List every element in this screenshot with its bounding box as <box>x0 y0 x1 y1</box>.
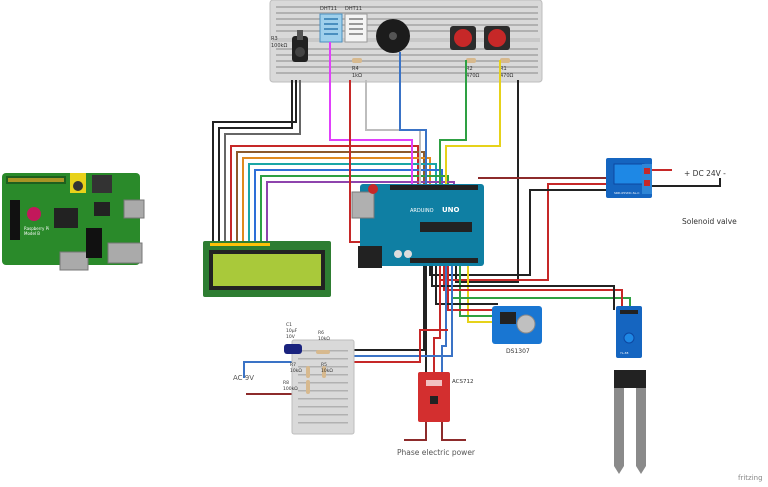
r2-ref: R2 <box>466 66 473 72</box>
wire-blue-lcd <box>254 169 443 243</box>
wire-sb-black <box>340 264 425 351</box>
r8-value: 100kΩ <box>283 386 298 392</box>
phase-power-label: Phase electric power <box>397 448 476 457</box>
r4-ref: R4 <box>352 66 359 72</box>
soil-probe <box>614 370 646 474</box>
wire-orange <box>242 157 431 243</box>
dht11-b-label: DHT11 <box>345 6 362 12</box>
wire-green-top <box>439 60 467 186</box>
dht11-a-label: DHT11 <box>320 6 337 12</box>
dc-supply-label: + DC 24V - <box>684 169 726 178</box>
acs712-module <box>418 372 450 422</box>
raspberry-logo-icon <box>27 207 41 221</box>
wire-phase-left <box>404 420 427 441</box>
pot-value: 100kΩ <box>271 43 287 49</box>
wire-blue-top <box>399 52 427 186</box>
r5-ref: R5 <box>321 362 327 368</box>
ac-supply-label: AC 9V <box>233 374 254 382</box>
wire-yellow-top <box>445 60 501 186</box>
wire-sb-red <box>340 329 448 363</box>
c1-voltage: 10V <box>286 334 296 340</box>
raspberry-label-2: Model B <box>24 231 40 236</box>
fritzing-brand: fritzing <box>738 474 763 482</box>
r8-ref: R8 <box>283 380 289 386</box>
relay-text: SRD-05VDC-SL-C <box>614 191 639 195</box>
lcd-display <box>203 241 331 297</box>
r2-value: 470Ω <box>466 73 480 79</box>
r1-value: 470Ω <box>500 73 514 79</box>
rtc-label: DS1307 <box>506 348 530 355</box>
wire-ac-blue <box>243 361 306 378</box>
wire-acs-blue <box>441 264 447 372</box>
wire-phase-right <box>441 420 466 441</box>
resistor-r1 <box>500 58 510 63</box>
arduino-model: UNO <box>442 206 460 214</box>
resistor-r2 <box>466 58 476 63</box>
wire-soil-black <box>431 264 615 310</box>
wire-rtc-green <box>459 264 498 317</box>
buzzer <box>376 19 410 53</box>
r4-value: 1kΩ <box>352 73 362 79</box>
wires <box>212 42 721 441</box>
small-breadboard <box>284 339 355 435</box>
potentiometer <box>292 30 308 62</box>
r7-ref: R7 <box>290 362 296 368</box>
solenoid-label: Solenoid valve <box>682 217 737 226</box>
push-button-1 <box>450 26 476 50</box>
r6-value: 10kΩ <box>318 336 330 342</box>
arduino-brand: ARDUINO <box>410 208 434 214</box>
wire-black-top <box>455 80 519 283</box>
wire-white <box>365 80 421 186</box>
resistor-r4 <box>352 58 362 63</box>
wire-relay-black <box>429 189 606 276</box>
raspberry-pi: Raspberry Pi Model B <box>2 173 145 271</box>
raspberry-label-1: Raspberry Pi <box>24 226 49 231</box>
c1-ref: C1 <box>286 322 292 328</box>
r6-ref: R6 <box>318 330 324 336</box>
wire-black-1 <box>212 80 297 243</box>
wire-rtc-black <box>435 264 498 305</box>
rtc-module <box>492 306 542 344</box>
wire-dc-black <box>652 178 721 187</box>
acs712-label: ACS712 <box>452 379 474 385</box>
dht11-sensor-a <box>319 13 343 43</box>
wire-magenta <box>329 42 413 186</box>
relay-module: SRD-05VDC-SL-C <box>606 158 652 198</box>
wire-rtc-yellow <box>467 264 498 323</box>
c1-value: 10µF <box>286 328 298 334</box>
r5-value: 10kΩ <box>321 368 333 374</box>
dht11-sensor-b <box>344 13 368 43</box>
soil-module-text: YL-38 <box>620 351 628 355</box>
soil-sensor-module: YL-38 <box>616 306 642 358</box>
wire-red-lcd <box>230 145 419 243</box>
wire-gray <box>224 80 301 243</box>
wire-sb-blue <box>340 264 453 357</box>
wire-soil-red <box>443 264 623 310</box>
wire-rtc-red <box>447 264 498 311</box>
r1-ref: R1 <box>500 66 507 72</box>
wire-black-2 <box>218 80 293 243</box>
wire-red-top <box>349 80 364 243</box>
r7-value: 10kΩ <box>290 368 302 374</box>
pot-ref: R3 <box>271 36 278 42</box>
push-button-2 <box>484 26 510 50</box>
arduino-uno: ARDUINO UNO <box>351 184 484 268</box>
